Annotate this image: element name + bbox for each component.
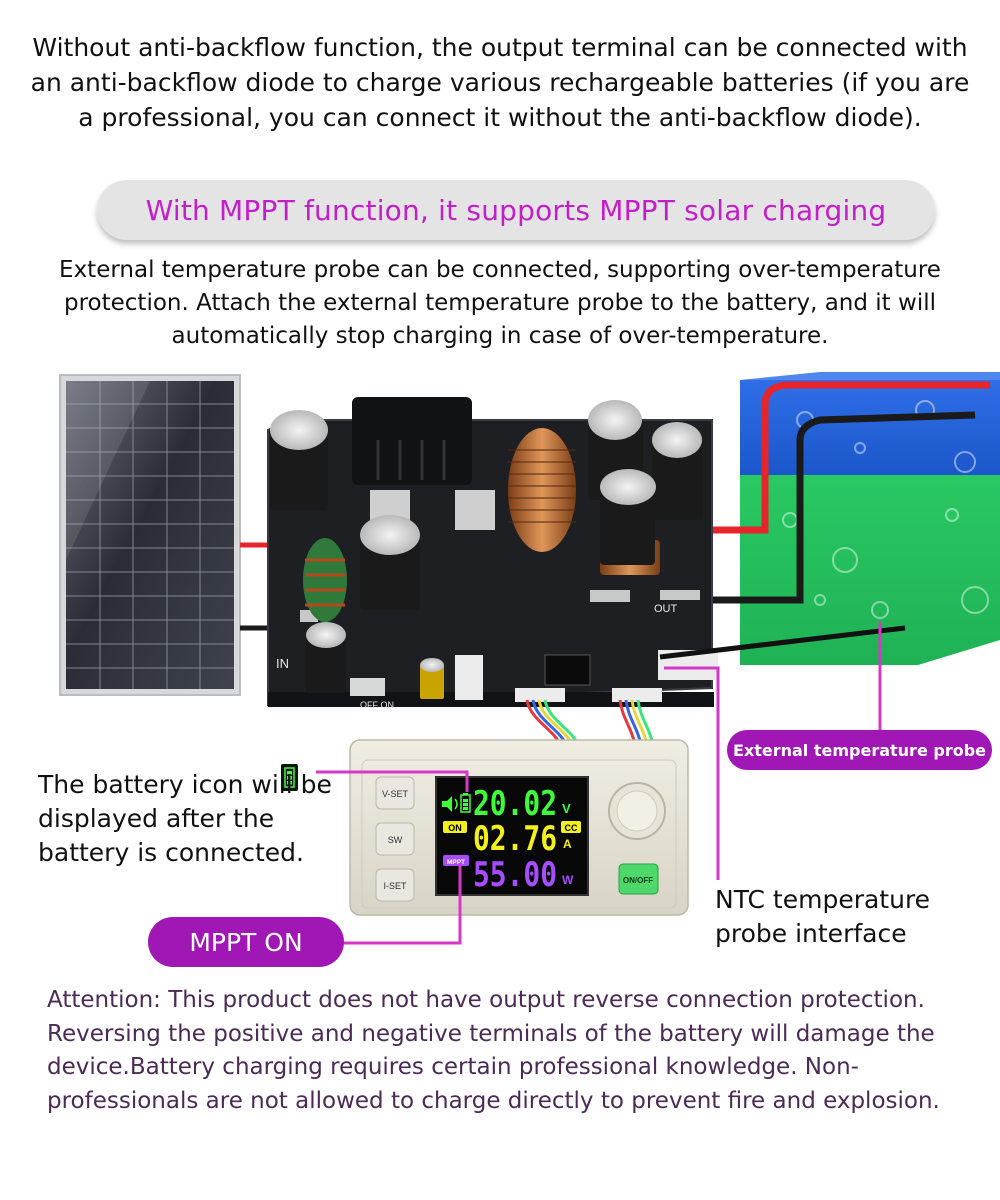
capacitors xyxy=(270,400,702,699)
mppt-banner-text: With MPPT function, it supports MPPT sol… xyxy=(145,193,887,227)
battery-icon-note: The battery icon will be displayed after… xyxy=(38,770,332,867)
battery-pack xyxy=(740,372,1000,665)
mppt-banner: With MPPT function, it supports MPPT sol… xyxy=(97,180,935,240)
solar-panel xyxy=(59,374,241,696)
callout-lines xyxy=(316,622,882,945)
external-probe-callout: External temperature probe xyxy=(727,730,992,770)
sw-button[interactable]: SW xyxy=(375,822,415,856)
battery-icon xyxy=(460,793,471,813)
on-badge: ON xyxy=(448,823,462,833)
probe-description: External temperature probe can be connec… xyxy=(59,257,941,349)
voltage-unit: V xyxy=(562,801,571,816)
sw-label: SW xyxy=(388,835,403,845)
i-set-button[interactable]: I-SET xyxy=(375,868,415,902)
current-unit: A xyxy=(563,837,572,851)
external-probe-label: External temperature probe xyxy=(732,740,987,760)
mppt-on-callout: MPPT ON xyxy=(148,917,344,967)
on-off-label: ON/OFF xyxy=(623,876,653,885)
probe-wire xyxy=(659,625,906,660)
battery-wires xyxy=(710,381,990,604)
v-set-label: V-SET xyxy=(382,789,409,799)
i-set-label: I-SET xyxy=(383,881,407,891)
on-off-button[interactable]: ON/OFF xyxy=(618,863,659,895)
rotary-knob[interactable] xyxy=(608,782,666,840)
attention-notice: Attention: This product does not have ou… xyxy=(47,987,940,1114)
current-readout: 02.76 xyxy=(473,819,557,859)
mppt-badge: MPPT xyxy=(447,859,465,866)
circuit-board: IN OUT OFF ON xyxy=(267,397,718,710)
mppt-on-label: MPPT ON xyxy=(189,927,303,957)
intro-text: Without anti-backflow function, the outp… xyxy=(30,33,970,132)
display-module: V-SET SW I-SET 20.02 V xyxy=(349,739,689,916)
board-switch-label: OFF ON xyxy=(360,700,394,710)
speaker-icon xyxy=(442,796,458,812)
v-set-button[interactable]: V-SET xyxy=(375,776,415,810)
battery-icon-sample xyxy=(281,764,298,791)
power-unit: W xyxy=(562,873,574,887)
ntc-interface-label: NTC temperature probe interface xyxy=(715,885,931,948)
mode-badge: CC xyxy=(565,823,578,833)
product-illustration: IN OUT OFF ON V-SET SW I-SET xyxy=(59,372,1000,945)
board-output-label: OUT xyxy=(654,603,678,615)
board-input-label: IN xyxy=(276,656,289,671)
power-readout: 55.00 xyxy=(473,855,557,895)
voltage-readout: 20.02 xyxy=(473,784,557,824)
